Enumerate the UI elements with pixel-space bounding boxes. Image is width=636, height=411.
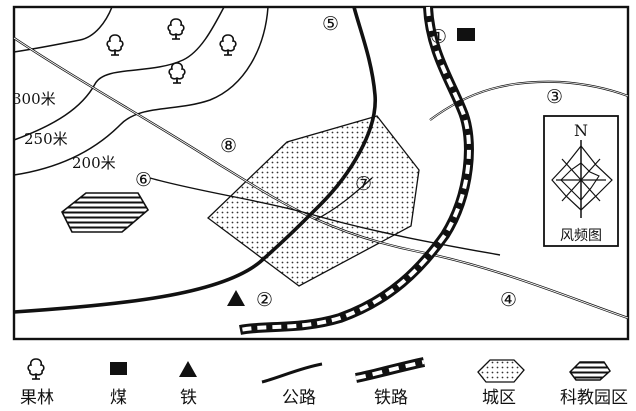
- compass-north-label: N: [574, 121, 588, 140]
- site-number-2: ②: [256, 289, 273, 311]
- site-number-3: ③: [546, 86, 563, 108]
- legend-label-coal: 煤: [110, 388, 127, 408]
- legend-label-railway: 铁路: [374, 388, 408, 408]
- highway-diagonal-center: [13, 37, 629, 319]
- orchard-icon: [168, 62, 186, 84]
- orchard-icon: [219, 34, 237, 56]
- legend-label-orchard: 果林: [20, 388, 54, 408]
- site-number-6: ⑥: [135, 169, 152, 191]
- railway-ties: [239, 6, 471, 332]
- main-highway: [13, 6, 377, 314]
- iron-icon: [227, 290, 245, 306]
- orchard-icon: [106, 34, 124, 56]
- legend-science-park-icon: [569, 361, 611, 381]
- orchard-icon: [167, 18, 185, 40]
- wind-rose: [551, 140, 613, 218]
- contour-label-200: 200米: [72, 154, 116, 172]
- site-number-8: ⑧: [220, 135, 237, 157]
- site-number-5: ⑤: [322, 13, 339, 35]
- science-park: [60, 192, 150, 233]
- site-number-1: ①: [430, 26, 447, 48]
- legend-orchard-icon: [27, 358, 45, 380]
- urban-area: [206, 115, 420, 287]
- legend-label-iron: 铁: [180, 388, 197, 408]
- contour-line-200: [13, 6, 269, 176]
- wind-rose-caption: 风频图: [560, 228, 602, 244]
- legend-urban-area-icon: [477, 359, 525, 383]
- legend-label-science-park: 科教园区: [560, 388, 628, 408]
- site-number-7: ⑦: [355, 173, 372, 195]
- legend-label-urban-area: 城区: [482, 388, 516, 408]
- contour-label-300: 300米: [12, 90, 56, 108]
- contour-line-300: [13, 6, 113, 53]
- coal-icon: [457, 28, 475, 41]
- legend-label-highway: 公路: [282, 388, 316, 408]
- legend-coal-icon: [110, 362, 127, 375]
- map-frame: [12, 5, 630, 341]
- highway-spur: [314, 177, 373, 221]
- legend-iron-icon: [179, 361, 197, 377]
- contour-line-250: [13, 6, 225, 141]
- contour-label-250: 250米: [24, 130, 68, 148]
- site-number-4: ④: [500, 289, 517, 311]
- legend-railway-ties: [355, 360, 425, 380]
- legend: 果林 煤 铁 公路 铁路 城区 科教园区: [20, 357, 628, 408]
- legend-highway-icon: [261, 362, 323, 384]
